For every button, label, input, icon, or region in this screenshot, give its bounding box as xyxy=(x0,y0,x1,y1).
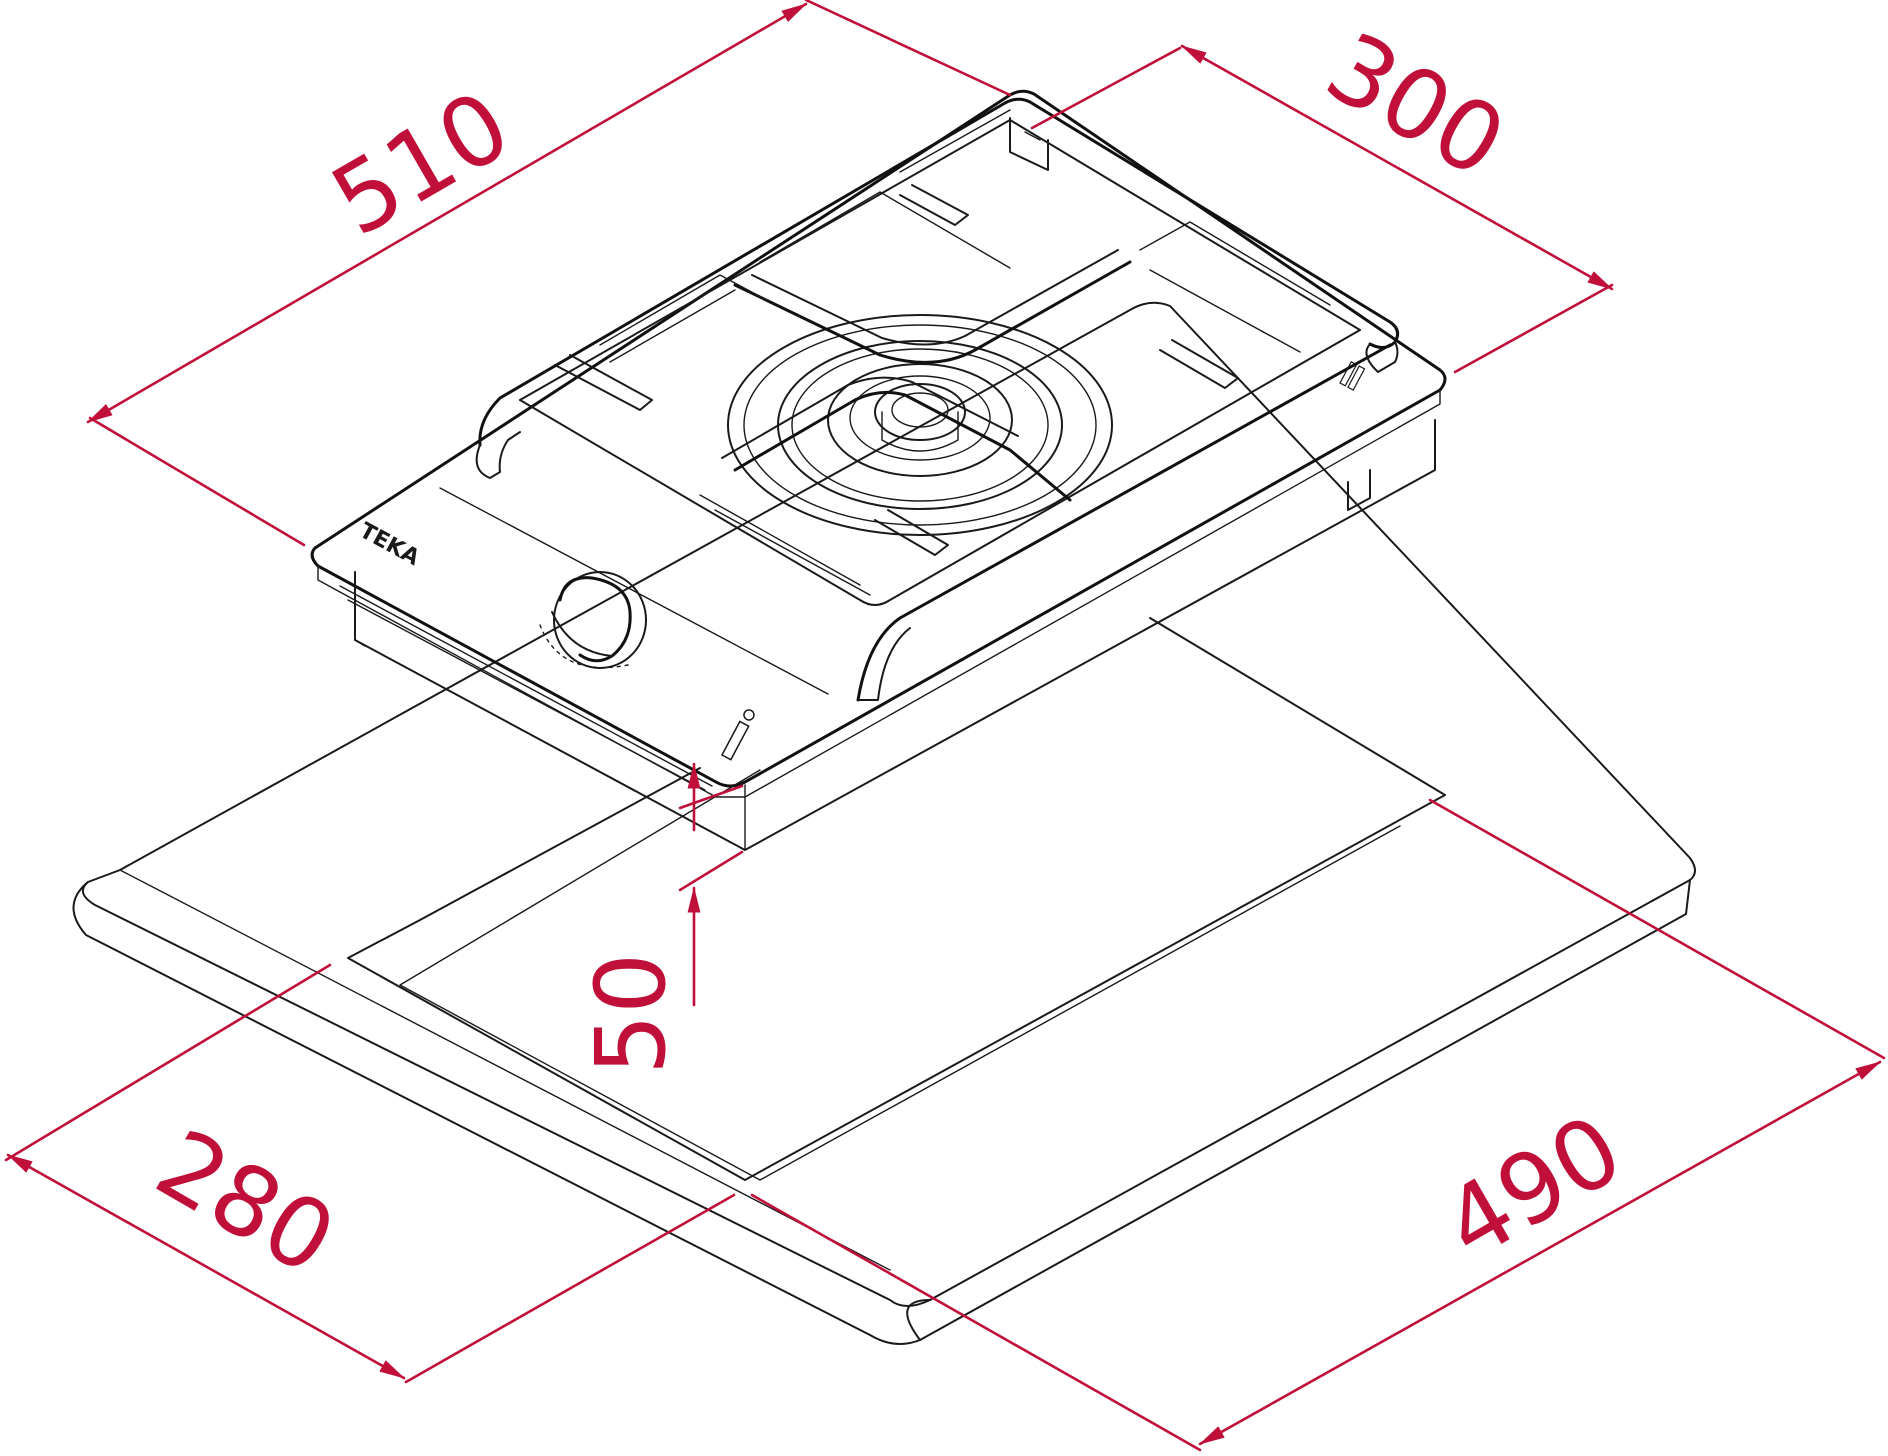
pan-support-prong-2 xyxy=(899,184,969,226)
dimension-300-extension-right xyxy=(1453,283,1614,374)
dimension-280-line xyxy=(6,1153,406,1380)
dimension-510: 510 xyxy=(86,0,1012,547)
pan-support-cross-bar-b-inner xyxy=(721,376,1019,459)
dimension-280-extension-right xyxy=(404,1193,736,1384)
pan-support-outer-frame xyxy=(478,97,1400,447)
cutout-inner-edge xyxy=(399,769,1401,1181)
countertop-right-edge xyxy=(906,1299,931,1341)
dimension-490-label: 490 xyxy=(1426,1093,1641,1282)
pan-support-inner-rail-left xyxy=(519,119,1361,401)
control-strip-front xyxy=(339,585,713,791)
countertop-right-end xyxy=(919,879,1691,1341)
dimension-50-extension-top xyxy=(678,784,744,810)
pan-support-cross-bar-a xyxy=(733,260,1132,364)
pan-support-rear-bracket xyxy=(1009,117,1049,171)
brand-logo: TEKA xyxy=(355,518,423,571)
control-knob xyxy=(539,571,647,669)
dimension-510-extension-right xyxy=(804,0,1012,97)
dimension-300-label: 300 xyxy=(1309,11,1524,200)
hob: TEKA xyxy=(310,89,1447,851)
dimension-280-extension-left xyxy=(4,963,332,1162)
cutout-back-edge xyxy=(1149,617,1446,796)
pan-support-cell-right xyxy=(1139,221,1331,353)
countertop-top-surface xyxy=(81,301,1696,1307)
dimension-300-line xyxy=(1180,44,1614,291)
cutout-outline xyxy=(347,617,1446,1181)
dimension-490-line xyxy=(1198,1060,1882,1446)
pan-support-cell-back xyxy=(759,109,1011,269)
countertop-left-edge xyxy=(72,881,921,1345)
hob-lower-box-edge xyxy=(354,639,746,851)
pan-support-cross-bar-b xyxy=(733,390,1072,502)
pan-support-prong-4 xyxy=(874,509,949,556)
pan-support-prong-3 xyxy=(1159,339,1239,389)
dimension-300-extension-left xyxy=(1030,46,1182,130)
dimension-300: 300 xyxy=(1030,11,1614,374)
pan-support-back-leg xyxy=(1365,341,1399,373)
dimension-50-extension-bottom xyxy=(678,850,744,892)
pan-support-cell-left xyxy=(599,274,771,363)
pan-support-inner-rail-front xyxy=(519,329,1361,606)
dimension-50: 50 xyxy=(575,762,744,1075)
cutout xyxy=(347,617,1446,1181)
dimension-490: 490 xyxy=(750,798,1886,1452)
pan-support-front-leg xyxy=(856,343,1392,702)
hob-plate-front-edge xyxy=(317,389,1441,798)
dimension-510-extension-left xyxy=(88,416,306,547)
safety-symbol-icon xyxy=(720,709,755,761)
burner xyxy=(727,314,1113,536)
pan-support-left-leg xyxy=(475,431,521,479)
control-panel-line xyxy=(439,487,829,695)
dimension-510-line xyxy=(86,2,808,424)
dimensions: 510 300 50 280 490 xyxy=(4,0,1886,1452)
dimension-50-label: 50 xyxy=(575,953,687,1075)
dimension-490-extension-right xyxy=(1428,798,1886,1060)
pan-support-front-leg-inner xyxy=(857,627,911,701)
pan-support-cell-front xyxy=(699,494,871,596)
hob-side-notch xyxy=(1347,469,1371,511)
rating-label-icon xyxy=(1339,360,1366,391)
dimension-280-label: 280 xyxy=(139,1108,354,1297)
countertop-front-inner-line xyxy=(119,869,891,1271)
pan-support-cross-bar-a-inner xyxy=(751,249,1119,346)
dimension-490-extension-left xyxy=(750,1193,1202,1452)
